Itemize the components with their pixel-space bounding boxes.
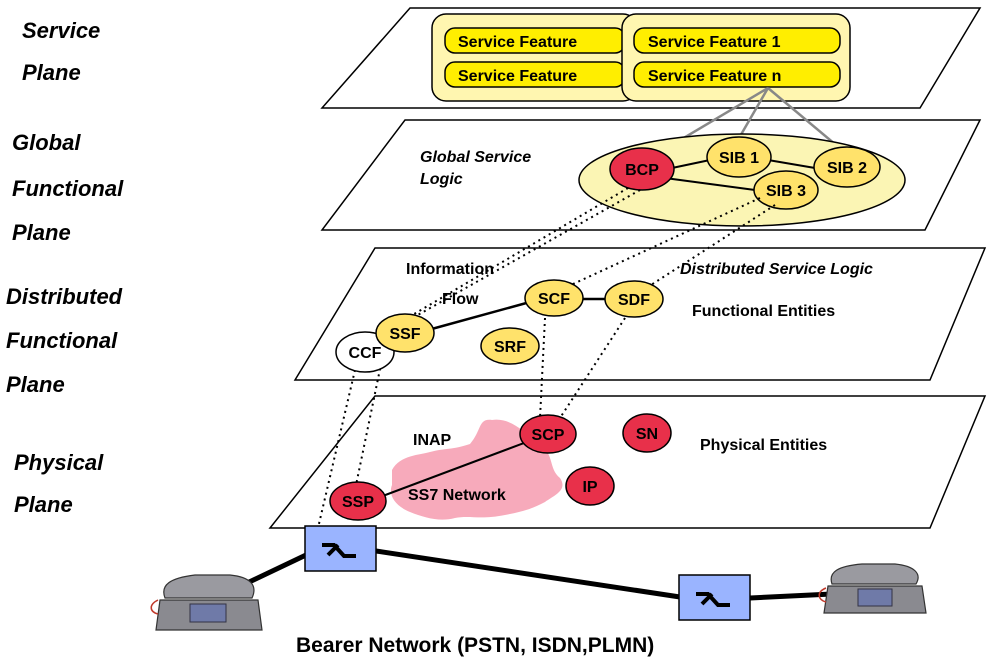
phone-left-handset	[163, 574, 255, 599]
sib3-node	[753, 170, 819, 210]
service-features-front: Service Feature 1 Service Feature n	[621, 13, 851, 102]
distributed-service-logic-label: Distributed Service Logic	[680, 261, 873, 278]
service-plane-label-1: Service	[22, 18, 100, 43]
scf-node	[524, 279, 584, 317]
phone-right-handset	[830, 563, 919, 585]
distributed-plane-label-2: Functional	[6, 328, 118, 353]
service-feature-1-label: Service Feature 1	[648, 34, 781, 51]
ssp-label: SSP	[342, 494, 374, 511]
link-sib1-sib2	[767, 159, 816, 169]
phone-right-keypad	[857, 588, 893, 607]
link-switch-switch	[375, 548, 681, 600]
scp-label: SCP	[532, 427, 565, 444]
sdf-label: SDF	[618, 292, 650, 309]
information-label: Information	[406, 261, 494, 278]
global-service-logic-label-1: Global Service	[420, 149, 531, 166]
ssf-label: SSF	[389, 326, 420, 343]
ss7-network-label: SS7 Network	[408, 487, 506, 504]
distributed-plane-label-1: Distributed	[6, 284, 123, 309]
switch-icon	[696, 592, 730, 607]
scp-node	[519, 414, 577, 454]
ccf-label: CCF	[349, 345, 382, 362]
flow-label: Flow	[442, 291, 479, 308]
sib2-node	[813, 146, 881, 188]
service-feature-1-pill	[633, 27, 841, 54]
switch-icon	[322, 543, 356, 558]
sib1-node	[706, 136, 772, 178]
bcp-label: BCP	[625, 162, 659, 179]
service-feature-back-box	[431, 13, 638, 102]
global-plane-label-1: Global	[12, 130, 81, 155]
service-features-back: Service Feature Service Feature	[431, 13, 638, 102]
switch-right	[678, 574, 751, 621]
dot-sdf-scp	[559, 317, 626, 419]
inap-label: INAP	[413, 432, 452, 449]
link-switch-phone-right	[749, 591, 833, 601]
dot-bcp-ccf	[369, 187, 629, 341]
service-feature-front-box	[621, 13, 851, 102]
phone-left-keypad	[189, 603, 227, 623]
ssf-node	[375, 313, 435, 353]
switch-left	[304, 525, 377, 572]
link-ssf-scf	[427, 300, 531, 332]
link-phone-left-switch	[243, 552, 308, 587]
telephone-left-icon	[150, 574, 263, 631]
sn-node	[622, 413, 672, 453]
bearer-links	[243, 548, 833, 601]
sib3-label: SIB 3	[766, 183, 806, 200]
service-feature-n-label: Service Feature n	[648, 68, 781, 85]
functional-entities-label: Functional Entities	[692, 303, 835, 320]
switch-left-box	[304, 525, 377, 572]
ssp-node	[329, 481, 387, 521]
link-bcp-sib1	[671, 159, 711, 169]
physical-plane-label-1: Physical	[14, 450, 104, 475]
physical-entities-label: Physical Entities	[700, 437, 827, 454]
service-plane-label-2: Plane	[22, 60, 81, 85]
srf-label: SRF	[494, 339, 526, 356]
switch-right-box	[678, 574, 751, 621]
ip-label: IP	[582, 479, 597, 496]
global-plane-label-3: Plane	[12, 220, 71, 245]
sib2-label: SIB 2	[827, 160, 867, 177]
phone-right-cord	[818, 587, 827, 603]
srf-node	[480, 327, 540, 365]
service-feature-n-pill	[633, 61, 841, 88]
sdf-node	[604, 280, 664, 318]
global-service-logic-label-2: Logic	[420, 171, 463, 188]
sn-label: SN	[636, 426, 658, 443]
service-feature-back-top-label: Service Feature	[458, 34, 577, 51]
ip-node	[565, 466, 615, 506]
dot-bcp-ssf	[399, 189, 641, 326]
link-bcp-sib3	[664, 177, 756, 191]
physical-plane-label-2: Plane	[14, 492, 73, 517]
distributed-plane-label-3: Plane	[6, 372, 65, 397]
global-plane-label-2: Functional	[12, 176, 124, 201]
scf-label: SCF	[538, 291, 570, 308]
phone-left-cord	[150, 599, 159, 615]
link-feature-sib2	[767, 87, 843, 151]
dot-sib3-sdf	[619, 204, 776, 306]
bcp-node	[609, 147, 675, 191]
sib1-label: SIB 1	[719, 150, 759, 167]
link-ssp-scp	[379, 439, 533, 498]
bearer-network-label: Bearer Network (PSTN, ISDN,PLMN)	[296, 634, 654, 657]
sib-chain-lines	[664, 159, 816, 191]
service-feature-back-bottom-label: Service Feature	[458, 68, 577, 85]
plane-labels: Service Plane Global Functional Plane Di…	[6, 18, 124, 517]
dot-sib3-scf	[559, 197, 761, 291]
telephone-right-icon	[818, 563, 927, 614]
